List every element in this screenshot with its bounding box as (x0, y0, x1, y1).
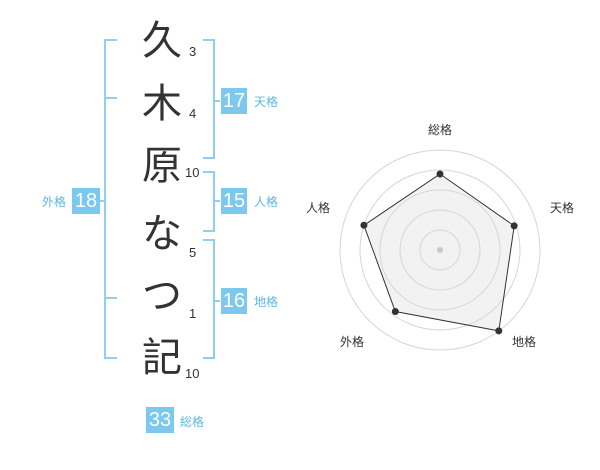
tenkaku-badge: 17 (221, 88, 247, 114)
soukaku-label: 総格 (180, 415, 205, 429)
gaikaku-label: 外格 (42, 195, 67, 209)
radar-axis-label-tenkaku: 天格 (550, 200, 574, 215)
gaikaku-badge: 18 (72, 188, 100, 214)
radar-axis-label-gaikaku: 外格 (340, 334, 364, 349)
stroke-count-1: 3 (189, 44, 197, 59)
radar-ring-2 (399, 209, 481, 291)
radar-points (360, 170, 518, 335)
radar-inner-rings (359, 169, 521, 331)
tenkaku-label: 天格 (254, 95, 279, 109)
radar-point-1 (436, 170, 444, 178)
stroke-count-4: 5 (189, 245, 197, 260)
name-char-6: 記 (142, 335, 182, 381)
radar-axis-label-jinkaku: 人格 (306, 200, 330, 215)
radar-center-dot (437, 247, 443, 253)
stroke-count-3: 10 (185, 165, 200, 180)
name-char-4: な (142, 211, 182, 257)
chikaku-label: 地格 (254, 295, 279, 309)
chikaku-badge: 16 (221, 288, 247, 314)
radar-ring-1 (419, 229, 461, 271)
radar-axis-label-soukaku: 総格 (428, 122, 452, 137)
radar-rings (339, 149, 541, 351)
jinkaku-badge: 15 (221, 188, 247, 214)
gaikaku-bracket (104, 39, 117, 359)
radar-ring-4 (359, 169, 521, 331)
chikaku-bracket (203, 239, 215, 359)
name-char-1: 久 (142, 18, 182, 64)
radar-outline (363, 173, 515, 332)
stroke-count-2: 4 (189, 106, 197, 121)
radar-point-3 (495, 327, 503, 335)
name-char-5: つ (142, 273, 182, 319)
radar-ring-5 (339, 149, 541, 351)
radar-ring-3 (379, 189, 501, 311)
soukaku-badge: 33 (146, 407, 174, 433)
radar-axis-label-chikaku: 地格 (512, 334, 536, 349)
jinkaku-label: 人格 (254, 195, 279, 209)
stroke-count-5: 1 (189, 306, 197, 321)
radar-point-2 (510, 222, 518, 230)
radar-point-5 (360, 221, 368, 229)
stroke-count-6: 10 (185, 366, 200, 381)
name-char-3: 原 (142, 143, 182, 189)
tenkaku-bracket (203, 39, 215, 159)
name-char-2: 木 (142, 81, 182, 127)
radar-point-4 (391, 307, 399, 315)
